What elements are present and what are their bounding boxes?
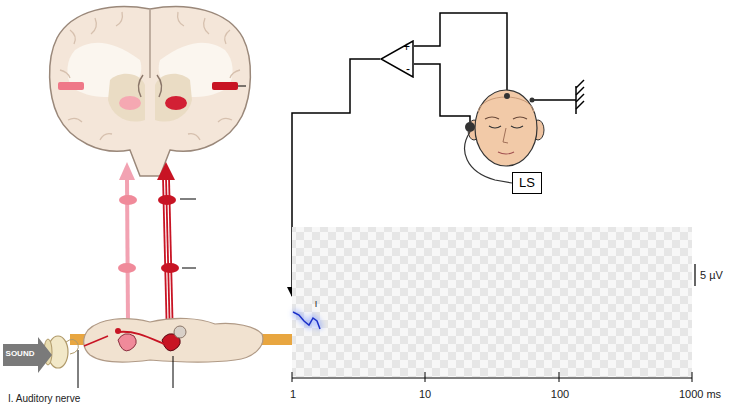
auditory-pathway <box>118 162 196 340</box>
time-axis <box>292 372 692 382</box>
sound-arrow <box>3 337 52 373</box>
abr-trace <box>293 312 320 329</box>
input-sign: - <box>406 63 410 76</box>
loudspeaker-box: LS <box>512 172 542 194</box>
amplifier-triangle <box>381 41 413 77</box>
record-panel <box>292 227 692 377</box>
brain-section <box>50 7 251 176</box>
axis-tick-label: 1 <box>290 388 296 400</box>
wave-label: I <box>315 300 318 310</box>
scale-bar <box>694 264 695 286</box>
amplifier-symbol: +- <box>380 40 414 78</box>
arrow-label: SOUND <box>6 350 35 359</box>
part-label: I. Auditory nerve <box>8 393 80 404</box>
axis-tick-label: 1000 ms <box>679 388 721 400</box>
axis-tick-label: 100 <box>551 388 569 400</box>
scale-label: 5 µV <box>700 269 723 281</box>
brainstem <box>70 318 292 388</box>
ground-symbol <box>576 80 584 114</box>
input-sign: + <box>403 41 410 54</box>
box-label: LS <box>518 176 536 190</box>
subject-head <box>465 90 544 183</box>
axis-tick-label: 10 <box>419 388 431 400</box>
